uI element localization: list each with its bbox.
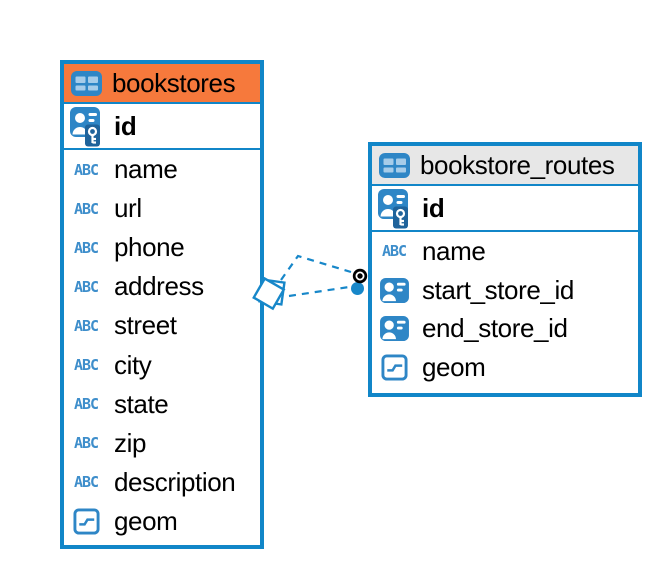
column-name: name [114,154,178,185]
table-name: bookstore_routes [420,149,615,180]
entity-table-bookstore-routes[interactable]: bookstore_routes id ABC name start_store… [368,142,642,397]
column-row-end-store-id[interactable]: end_store_id [372,310,638,349]
text-type-icon: ABC [73,199,99,218]
column-row-street[interactable]: ABC street [64,306,260,345]
column-name: id [114,110,137,141]
relationship-endpoint-black-dot[interactable] [352,268,368,284]
column-name: address [114,271,204,302]
column-row-address[interactable]: ABC address [64,267,260,306]
text-type-icon: ABC [73,356,99,375]
column-name: geom [422,352,486,383]
column-row-name[interactable]: ABC name [64,150,260,189]
table-header-bookstores[interactable]: bookstores [64,64,260,104]
column-row-geom[interactable]: geom [372,348,638,387]
column-name: start_store_id [422,274,574,305]
table-icon [69,70,103,97]
column-name: street [114,310,177,341]
column-row-zip[interactable]: ABC zip [64,424,260,463]
column-name: zip [114,427,147,458]
column-row-state[interactable]: ABC state [64,385,260,424]
foreign-key-icon [377,315,411,342]
column-row-name[interactable]: ABC name [372,232,638,271]
column-name: city [114,349,152,380]
text-type-icon: ABC [73,238,99,257]
column-row-id[interactable]: id [372,186,638,232]
column-row-start-store-id[interactable]: start_store_id [372,271,638,310]
primary-key-icon [377,188,411,229]
text-type-icon: ABC [73,316,99,335]
column-name: phone [114,232,185,263]
column-row-url[interactable]: ABC url [64,189,260,228]
relationship-line-upper[interactable] [280,254,352,281]
column-row-geom[interactable]: geom [64,502,260,541]
column-name: name [422,235,486,266]
text-type-icon: ABC [73,277,99,296]
table-header-bookstore-routes[interactable]: bookstore_routes [372,146,638,186]
column-name: id [422,192,445,223]
column-name: state [114,388,169,419]
text-type-icon: ABC [73,160,99,179]
column-name: end_store_id [422,313,568,344]
primary-key-icon [69,106,103,147]
text-type-icon: ABC [73,473,99,492]
geometry-type-icon [377,354,411,381]
text-type-icon: ABC [73,395,99,414]
column-name: geom [114,505,178,536]
column-list: ABC name ABC url ABC phone ABC address A… [64,150,260,541]
column-row-description[interactable]: ABC description [64,463,260,502]
relationship-endpoint-ring [355,271,365,281]
column-row-city[interactable]: ABC city [64,345,260,384]
foreign-key-icon [377,277,411,304]
column-name: url [114,193,142,224]
relationship-endpoint-blue-dot[interactable] [351,282,364,295]
entity-table-bookstores[interactable]: bookstores id ABC name ABC url ABC phone… [60,60,264,549]
text-type-icon: ABC [73,434,99,453]
geometry-type-icon [69,508,103,535]
table-name: bookstores [112,67,236,98]
text-type-icon: ABC [381,242,407,261]
column-list: ABC name start_store_id end_store_id ge [372,232,638,387]
table-icon [377,152,411,179]
column-name: description [114,466,236,497]
column-row-phone[interactable]: ABC phone [64,228,260,267]
relationship-line-lower[interactable] [288,285,350,298]
column-row-id[interactable]: id [64,104,260,150]
